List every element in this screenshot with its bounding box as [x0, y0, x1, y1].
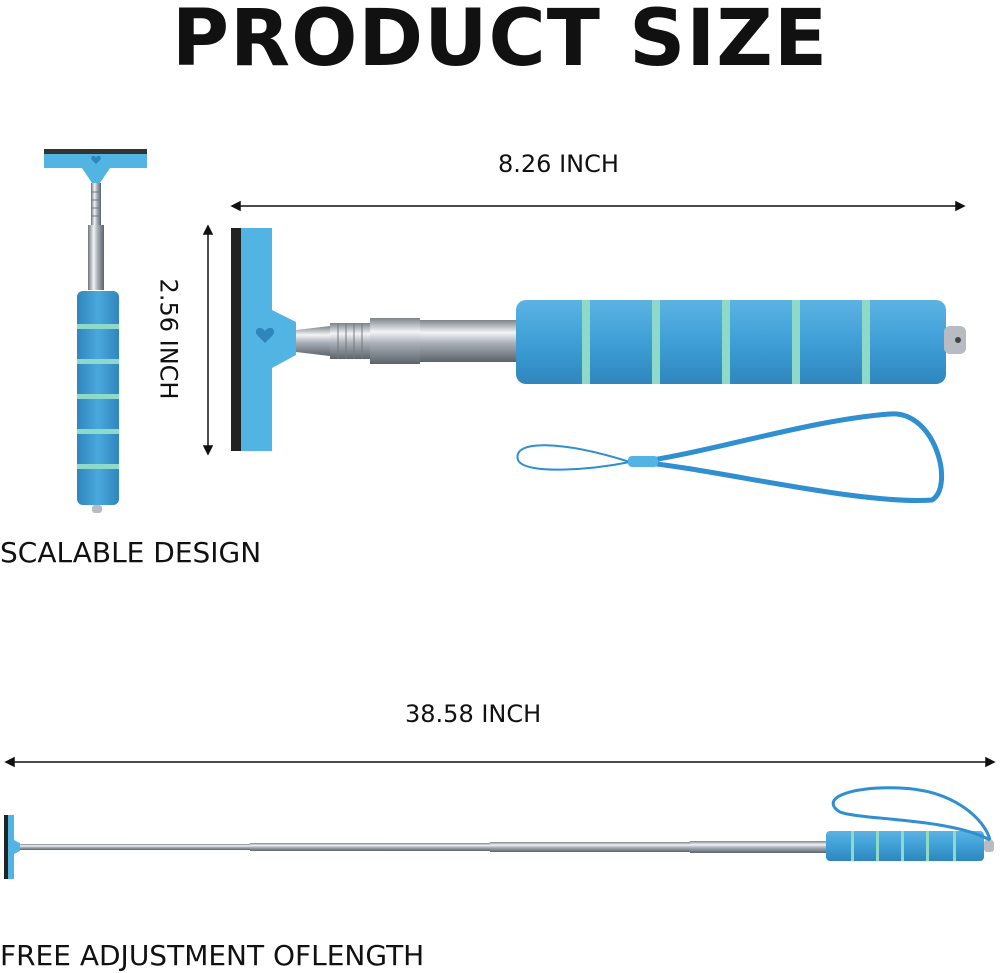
free-adjustment-caption: FREE ADJUSTMENT OFLENGTH [0, 939, 425, 972]
extended-length-label: 38.58 INCH [405, 700, 542, 728]
height-label: 2.56 INCH [154, 278, 183, 400]
compact-squeegee [44, 149, 147, 513]
heart-icon [91, 155, 101, 164]
foam-handle [516, 300, 946, 384]
width-dimension-line [230, 200, 966, 212]
rod-section-3 [490, 842, 690, 852]
extended-squeegee [4, 786, 994, 879]
wrist-strap [831, 786, 992, 842]
strap-slider [628, 456, 658, 467]
rod-section-2 [250, 843, 490, 851]
rubber-blade [44, 149, 147, 155]
end-cap [92, 505, 102, 513]
telescopic-rod [91, 183, 101, 225]
main-squeegee [231, 228, 966, 503]
rubber-blade [4, 815, 8, 879]
rod-base [420, 320, 520, 362]
rubber-blade [231, 228, 242, 451]
squeegee-head [8, 815, 20, 879]
page-title: PRODUCT SIZE [171, 0, 829, 84]
foam-handle [826, 831, 984, 861]
rod-base [88, 225, 104, 290]
width-label: 8.26 INCH [498, 150, 619, 178]
end-cap [984, 840, 994, 852]
telescopic-rod [330, 323, 370, 359]
scalable-design-caption: SCALABLE DESIGN [0, 536, 262, 569]
height-dimension-line [202, 224, 214, 456]
wrist-strap [639, 411, 945, 503]
strap-loop [516, 444, 631, 471]
rod-section-1 [20, 844, 250, 850]
rod-section-4 [690, 841, 830, 853]
head-neck [82, 168, 110, 183]
length-dimension-line [4, 756, 996, 768]
rod-tip [296, 326, 330, 356]
rod-collar [370, 318, 420, 364]
heart-icon [255, 327, 275, 343]
